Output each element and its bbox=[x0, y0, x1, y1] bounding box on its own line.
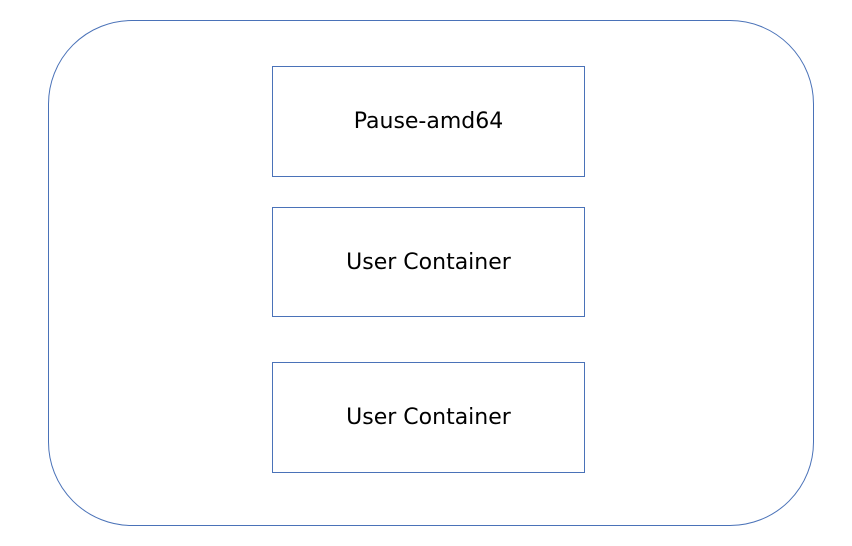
pause-container-box: Pause-amd64 bbox=[272, 66, 585, 177]
container-label: User Container bbox=[346, 405, 511, 430]
container-label: User Container bbox=[346, 249, 511, 275]
container-label: Pause-amd64 bbox=[353, 109, 504, 134]
user-container-box: User Container bbox=[272, 362, 585, 473]
user-container-box: User Container bbox=[272, 207, 585, 317]
